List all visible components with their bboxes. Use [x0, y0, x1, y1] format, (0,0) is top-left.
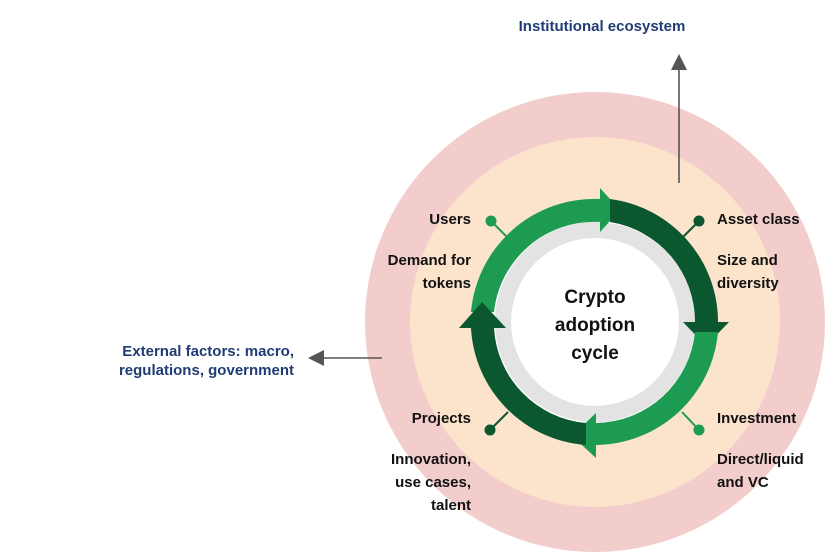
- investment-title: Investment: [717, 410, 796, 427]
- projects-title: Projects: [412, 410, 471, 427]
- projects-desc-line2: use cases,: [395, 474, 471, 491]
- pin-asset-class: [679, 215, 705, 241]
- center-label-line2: adoption: [555, 315, 635, 336]
- arrow-segment-users: [471, 188, 620, 312]
- asset-class-title: Asset class: [717, 211, 800, 228]
- institutional-ecosystem-label: Institutional ecosystem: [519, 18, 686, 35]
- projects-desc-line1: Innovation,: [391, 451, 471, 468]
- pin-investment: [681, 411, 705, 436]
- investment-desc-line2: and VC: [717, 474, 769, 491]
- pin-projects: [484, 411, 509, 436]
- asset-class-desc-line2: diversity: [717, 275, 779, 292]
- arrow-segment-asset-class: [610, 199, 729, 346]
- center-disc: [511, 238, 679, 406]
- external-factors-line1: External factors: macro,: [122, 343, 294, 360]
- users-title: Users: [429, 211, 471, 228]
- center-label-line1: Crypto: [564, 287, 625, 308]
- external-factors-line2: regulations, government: [119, 362, 294, 379]
- cycle-arrows: [459, 188, 729, 458]
- users-desc-line2: tokens: [423, 275, 471, 292]
- arrow-segment-projects: [459, 302, 586, 445]
- asset-class-desc-line1: Size and: [717, 252, 778, 269]
- investment-desc-line1: Direct/liquid: [717, 451, 804, 468]
- users-desc-line1: Demand for: [388, 252, 472, 269]
- center-label-line3: cycle: [571, 343, 619, 364]
- arrow-segment-investment: [572, 332, 718, 458]
- pin-users: [485, 215, 511, 241]
- projects-desc-line3: talent: [431, 497, 471, 514]
